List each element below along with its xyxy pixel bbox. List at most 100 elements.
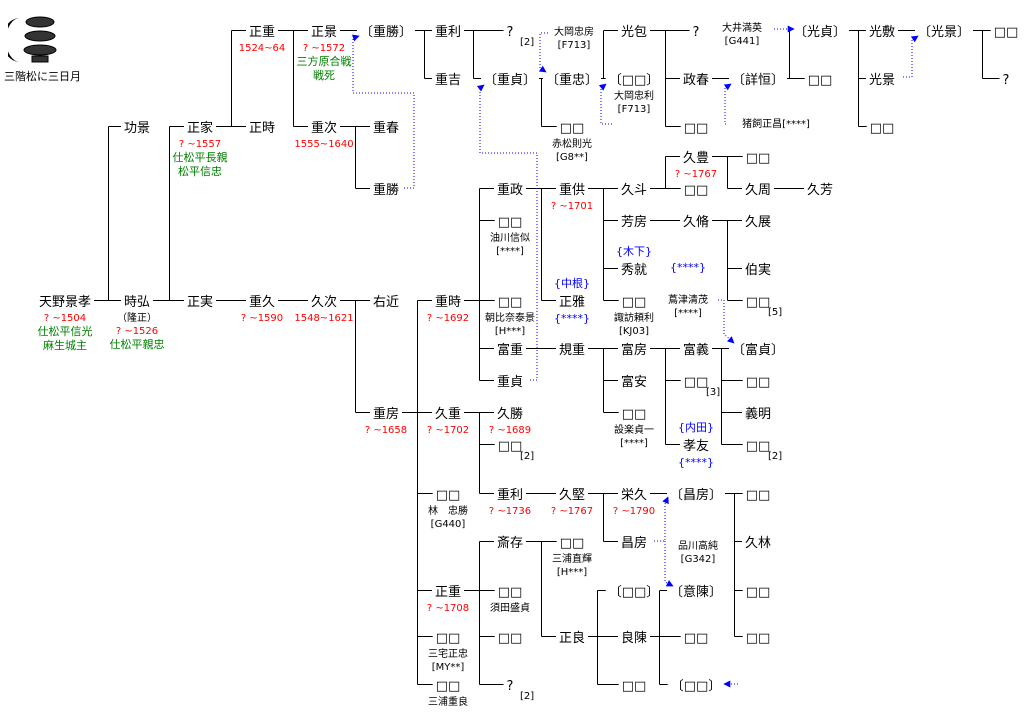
person-node[interactable]: 久重? ~1702 xyxy=(388,403,508,437)
person-node[interactable]: 重春 xyxy=(326,117,446,138)
person-node[interactable]: 重時? ~1692 xyxy=(388,291,508,325)
person-node[interactable]: 〔□□〕 xyxy=(574,581,694,602)
person-node[interactable]: 久勝? ~1689 xyxy=(450,403,570,437)
person-node[interactable]: 富安 xyxy=(574,371,694,392)
person-node[interactable]: 功景 xyxy=(77,117,197,138)
person-node[interactable]: 〔□□〕大岡忠利[F713] xyxy=(574,69,694,116)
person-node[interactable]: □□ xyxy=(636,117,756,138)
person-node[interactable]: 〔昌房〕 xyxy=(636,484,756,505)
person-node[interactable]: □□油川信似[****] xyxy=(450,211,570,258)
person-node[interactable]: 秀就{木下}{****} xyxy=(574,245,706,280)
person-node[interactable]: 重貞 xyxy=(450,371,570,392)
person-node[interactable]: □□ xyxy=(636,179,756,200)
person-node[interactable]: 光敷 xyxy=(822,21,942,42)
person-node[interactable]: □□ xyxy=(698,371,818,392)
person-node[interactable]: 正良 xyxy=(512,627,632,648)
person-node[interactable]: □□ xyxy=(450,627,570,648)
person-node[interactable]: 良陳 xyxy=(574,627,694,648)
person-node[interactable]: 〔重勝〕 xyxy=(326,21,446,42)
person-node[interactable]: □□ xyxy=(574,675,694,696)
person-node[interactable]: 富義 xyxy=(636,339,756,360)
person-node[interactable]: 久展 xyxy=(698,211,818,232)
person-node[interactable]: 重供? ~1701 xyxy=(512,179,632,213)
person-node[interactable]: 孝友{内田}{****} xyxy=(636,421,756,469)
person-node[interactable]: 昌房 xyxy=(574,532,694,553)
person-node[interactable]: □□ xyxy=(698,581,818,602)
person-node[interactable]: □□朝比奈泰景[H***] xyxy=(450,291,570,338)
person-node[interactable]: □□諏訪頼利[KJ03] xyxy=(574,291,694,338)
person-node[interactable]: 重利? ~1736 xyxy=(450,484,570,518)
person-node[interactable]: 重政 xyxy=(450,179,570,200)
person-node[interactable]: 〔富貞〕 xyxy=(698,339,818,360)
person-node[interactable]: 政春 xyxy=(636,69,756,90)
life-dates: ? ~1736 xyxy=(488,506,532,517)
person-node[interactable]: □□[2] xyxy=(450,435,570,462)
person-node[interactable]: 栄久? ~1790 xyxy=(574,484,694,518)
person-node[interactable]: 久脩 xyxy=(636,211,756,232)
person-node[interactable]: □□設楽貞一[****] xyxy=(574,403,694,450)
person-node[interactable]: □□ xyxy=(698,484,818,505)
person-node[interactable]: 光景 xyxy=(822,69,942,90)
person-node[interactable]: □□林 忠勝[G440] xyxy=(388,484,508,531)
person-node[interactable]: □□ xyxy=(698,147,818,168)
person-node[interactable]: 芳房 xyxy=(574,211,694,232)
person-node[interactable]: □□[2] xyxy=(698,435,818,462)
person-node[interactable]: 〔重忠〕 xyxy=(512,69,632,90)
person-node[interactable]: 久堅? ~1767 xyxy=(512,484,632,518)
person-node[interactable]: □□須田盛貞 xyxy=(450,581,570,615)
person-node[interactable]: 正重? ~1708 xyxy=(388,581,508,615)
person-node[interactable]: ?[2] xyxy=(450,21,570,48)
person-node[interactable]: ? xyxy=(636,21,756,42)
person-node[interactable]: □□三浦重良 xyxy=(388,675,508,709)
life-dates: 1555~1640 xyxy=(294,139,354,150)
person-node[interactable]: □□三浦直輝[H***] xyxy=(512,532,632,579)
person-node[interactable]: 正雅{中根}{****} xyxy=(512,277,632,325)
person-node[interactable]: 正実 xyxy=(140,291,260,312)
person-node[interactable]: 規重 xyxy=(512,339,632,360)
person-node[interactable]: 〔光景〕 xyxy=(884,21,1004,42)
person-node[interactable]: 久豊? ~1767 xyxy=(636,147,756,181)
person-node[interactable]: 正時 xyxy=(202,117,322,138)
person-node[interactable]: □□ xyxy=(698,627,818,648)
person-node[interactable]: 重久? ~1590 xyxy=(202,291,322,325)
person-node[interactable]: 重房? ~1658 xyxy=(326,403,446,437)
person-node[interactable]: □□ xyxy=(636,627,756,648)
person-node[interactable]: 久芳 xyxy=(760,179,880,200)
person-node[interactable]: ? xyxy=(946,69,1024,90)
person-node[interactable]: 重吉 xyxy=(388,69,508,90)
person-node[interactable]: □□[3] xyxy=(636,371,756,398)
person-node[interactable]: □□ xyxy=(822,117,942,138)
person-node[interactable]: 重利 xyxy=(388,21,508,42)
person-node[interactable]: □□[5] xyxy=(698,291,818,318)
person-node[interactable]: □□三宅正忠[MY**] xyxy=(388,627,508,674)
person-node[interactable]: 久周 xyxy=(698,179,818,200)
person-node[interactable]: 義明 xyxy=(698,403,818,424)
person-node[interactable]: 〔光貞〕 xyxy=(760,21,880,42)
person-name: 〔□□〕 xyxy=(608,73,660,88)
person-node[interactable]: 久林 xyxy=(698,532,818,553)
person-node[interactable]: □□ xyxy=(760,69,880,90)
person-node[interactable]: 斎存 xyxy=(450,532,570,553)
person-node[interactable]: 光包 xyxy=(574,21,694,42)
person-node[interactable]: 富房 xyxy=(574,339,694,360)
person-node[interactable]: 富重 xyxy=(450,339,570,360)
person-node[interactable]: 〔重貞〕 xyxy=(450,69,570,90)
person-node[interactable]: 右近 xyxy=(326,291,446,312)
person-node[interactable]: 〔意陳〕 xyxy=(636,581,756,602)
person-node[interactable]: ?[2] xyxy=(450,675,570,702)
person-name: 重供 xyxy=(558,183,585,198)
person-node[interactable]: □□赤松則光[G8**] xyxy=(512,117,632,164)
person-node[interactable]: 重勝 xyxy=(326,179,446,200)
person-node[interactable]: □□ xyxy=(946,21,1024,42)
person-node[interactable]: 伯実 xyxy=(698,259,818,280)
person-node[interactable]: 久斗 xyxy=(574,179,694,200)
person-node[interactable]: 〔□□〕 xyxy=(636,675,756,696)
person-node[interactable]: 〔詳恒〕 xyxy=(698,69,818,90)
